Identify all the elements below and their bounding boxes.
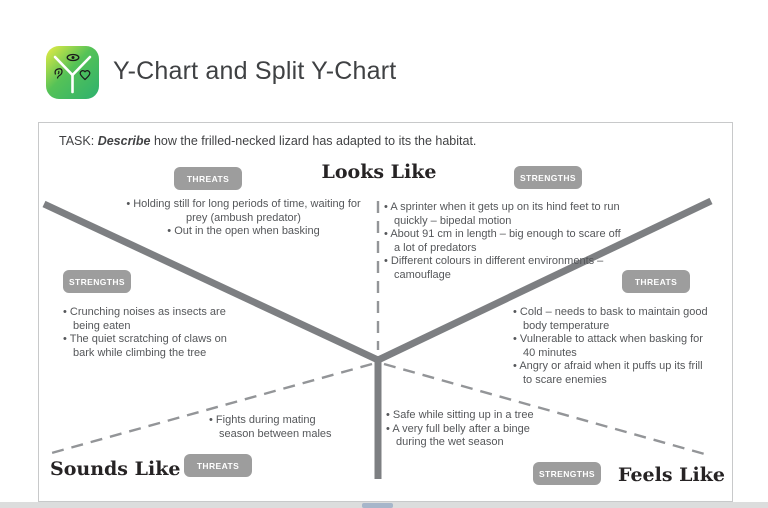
list-feels-strengths: Safe while sitting up in a tree A very f… xyxy=(386,409,561,450)
task-line: TASK: Describe how the frilled-necked li… xyxy=(59,134,476,148)
list-item: Cold – needs to bask to maintain good bo… xyxy=(513,306,708,333)
list-feels-threats: Cold – needs to bask to maintain good bo… xyxy=(513,306,708,387)
badge-threats-feels: THREATS xyxy=(622,270,690,293)
horizontal-scrollbar xyxy=(0,502,768,508)
list-item: Crunching noises as insects are being ea… xyxy=(63,306,248,333)
eye-icon xyxy=(66,53,80,62)
list-item: Holding still for long periods of time, … xyxy=(126,198,361,225)
label-feels-like: Feels Like xyxy=(618,464,725,486)
list-looks-threats: Holding still for long periods of time, … xyxy=(126,198,361,239)
list-sounds-threats: Fights during mating season between male… xyxy=(209,414,344,441)
icon-background xyxy=(46,46,99,99)
label-looks-like: Looks Like xyxy=(321,161,437,183)
task-label: TASK: xyxy=(59,134,95,148)
badge-threats-sounds: THREATS xyxy=(184,454,252,477)
scrollbar-thumb[interactable] xyxy=(362,503,393,508)
list-item: Different colours in different environme… xyxy=(384,255,624,282)
label-sounds-like: Sounds Like xyxy=(50,458,181,480)
list-item: A sprinter when it gets up on its hind f… xyxy=(384,201,624,228)
badge-strengths-looks-right: STRENGTHS xyxy=(514,166,582,189)
list-item: Safe while sitting up in a tree xyxy=(386,409,561,423)
heart-icon xyxy=(79,70,91,81)
task-emphasis: Describe xyxy=(97,134,151,148)
list-item: Out in the open when basking xyxy=(126,225,361,239)
page-title: Y-Chart and Split Y-Chart xyxy=(113,57,397,85)
list-item: About 91 cm in length – big enough to sc… xyxy=(384,228,624,255)
list-item: Angry or afraid when it puffs up its fri… xyxy=(513,360,708,387)
badge-strengths-feels: STRENGTHS xyxy=(533,462,601,485)
y-chart-app-icon xyxy=(46,46,99,99)
task-text: how the frilled-necked lizard has adapte… xyxy=(153,134,477,148)
ear-icon xyxy=(54,68,63,79)
list-looks-strengths: A sprinter when it gets up on its hind f… xyxy=(384,201,624,282)
y-shape xyxy=(53,55,92,94)
list-item: The quiet scratching of claws on bark wh… xyxy=(63,333,248,360)
list-item: Vulnerable to attack when basking for 40… xyxy=(513,333,708,360)
list-item: A very full belly after a binge during t… xyxy=(386,423,561,450)
list-sounds-strengths: Crunching noises as insects are being ea… xyxy=(63,306,248,360)
list-item: Fights during mating season between male… xyxy=(209,414,344,441)
badge-strengths-sounds: STRENGTHS xyxy=(63,270,131,293)
badge-threats-looks-left: THREATS xyxy=(174,167,242,190)
worksheet-card: TASK: Describe how the frilled-necked li… xyxy=(38,122,733,502)
